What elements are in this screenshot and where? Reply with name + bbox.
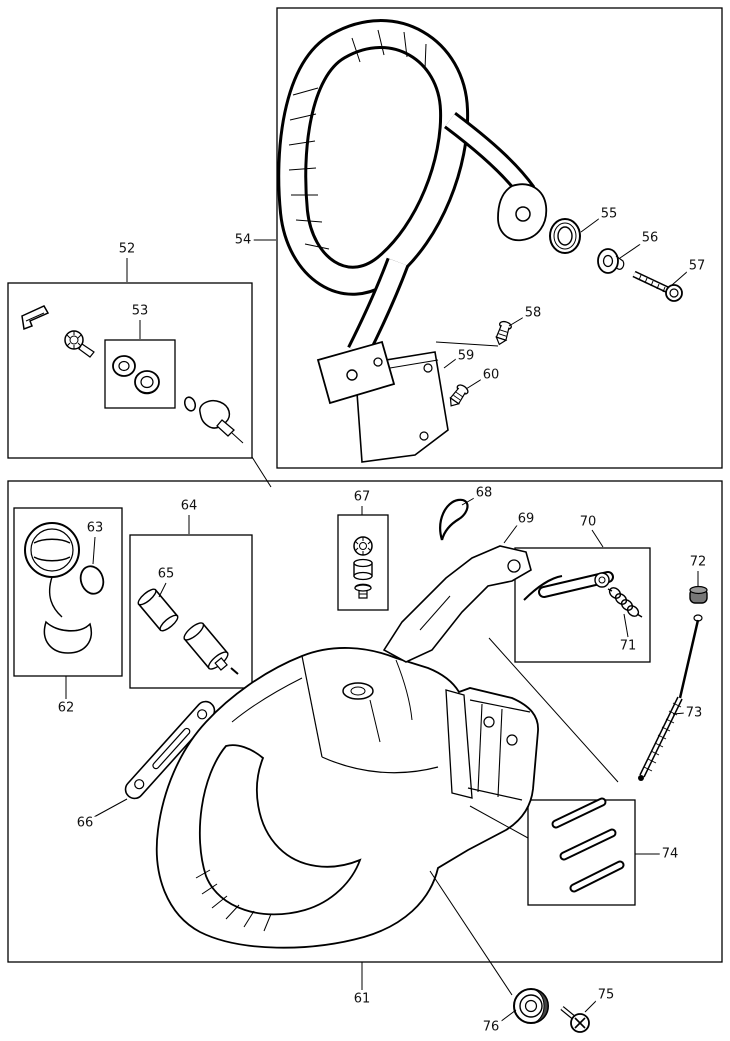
part-60-screw — [449, 384, 469, 407]
box-74 — [527, 799, 636, 906]
box-67 — [337, 514, 389, 611]
part-label-74: 74 — [659, 846, 681, 862]
part-label-65: 65 — [155, 566, 177, 582]
part-63-oring — [79, 565, 105, 595]
group-52-parts — [21, 305, 244, 444]
part-label-55: 55 — [598, 206, 620, 222]
group-64-filter — [137, 588, 239, 675]
box-53 — [104, 339, 176, 409]
part-label-57: 57 — [686, 258, 708, 274]
part-65-cylinder — [137, 588, 179, 632]
part-label-58: 58 — [522, 305, 544, 321]
part-56-washer — [597, 248, 625, 274]
part-66-plate — [124, 700, 216, 800]
part-label-72: 72 — [687, 554, 709, 570]
rear-handle-opening — [198, 744, 362, 916]
part-76-bushing — [513, 988, 549, 1024]
grip-hatch — [288, 29, 427, 250]
box-54 — [276, 7, 723, 469]
part-label-71: 71 — [617, 638, 639, 654]
filler-neck — [342, 682, 374, 700]
part-label-73: 73 — [683, 705, 705, 721]
part-label-63: 63 — [84, 520, 106, 536]
box-70 — [514, 547, 651, 663]
part-label-61: 61 — [351, 991, 373, 1007]
group-74-pins — [551, 797, 625, 893]
part-label-52: 52 — [116, 241, 138, 257]
part-55-bushing — [549, 218, 581, 254]
part-label-70: 70 — [577, 514, 599, 530]
assembly-boxes — [7, 7, 723, 963]
part-label-75: 75 — [595, 987, 617, 1003]
part-label-67: 67 — [351, 489, 373, 505]
group-70-lever — [523, 571, 643, 618]
group-62-fuel-cap — [24, 522, 105, 654]
part-label-68: 68 — [473, 485, 495, 501]
part-71-spring — [607, 587, 643, 618]
part-69-lever — [382, 545, 532, 663]
part-label-69: 69 — [515, 511, 537, 527]
part-label-76: 76 — [480, 1019, 502, 1035]
part-label-60: 60 — [480, 367, 502, 383]
part-label-59: 59 — [455, 348, 477, 364]
rear-grip-hatch — [195, 869, 272, 932]
part-label-54: 54 — [232, 232, 254, 248]
part-label-56: 56 — [639, 230, 661, 246]
part-72-cap — [689, 585, 708, 604]
part-68-wire — [439, 498, 469, 541]
cap-retainer-cup — [43, 620, 92, 654]
part-58-screw — [495, 320, 512, 346]
group-67-parts — [353, 536, 373, 599]
part-73-rod — [638, 614, 703, 781]
box-61 — [7, 480, 723, 963]
part-label-64: 64 — [178, 498, 200, 514]
leader-lines — [65, 217, 699, 1023]
saw-body — [155, 647, 539, 949]
o-ring — [183, 396, 197, 412]
box-62 — [13, 507, 123, 677]
top-handle-assembly — [277, 19, 548, 463]
part-label-66: 66 — [74, 815, 96, 831]
box-52 — [7, 282, 253, 459]
fuel-filter-body — [183, 622, 229, 671]
box-64 — [129, 534, 253, 689]
part-75-screw — [560, 1006, 590, 1033]
part-label-62: 62 — [55, 700, 77, 716]
part-label-53: 53 — [129, 303, 151, 319]
part-57-bolt — [632, 270, 683, 302]
